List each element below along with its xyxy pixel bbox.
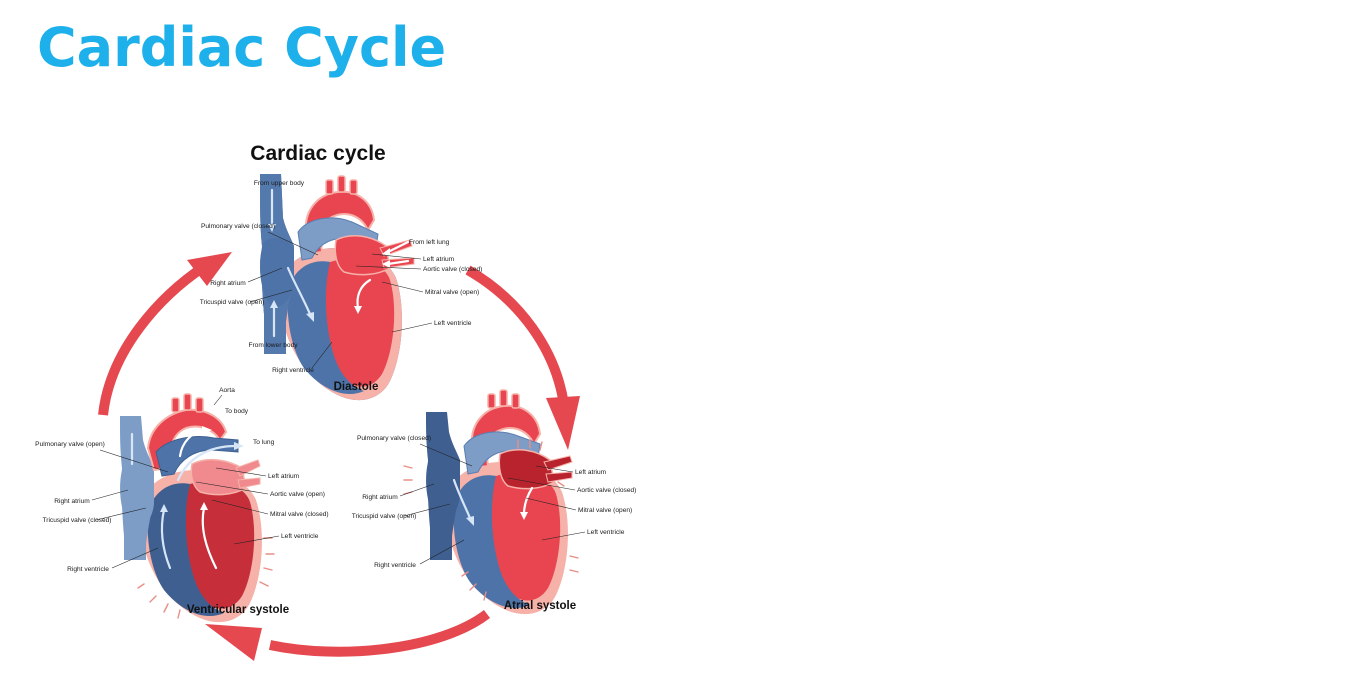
label-aortic-valve-open: Aortic valve (open) bbox=[270, 491, 325, 498]
atrial-systole-heart bbox=[403, 389, 579, 615]
label-left-atrium: Left atrium bbox=[268, 473, 300, 480]
label-pulmonary-valve-closed: Pulmonary valve (closed) bbox=[357, 435, 431, 442]
ventricular-systole-heart bbox=[120, 393, 275, 623]
label-from-left-lung: From left lung bbox=[409, 239, 450, 246]
label-right-ventricle: Right ventricle bbox=[67, 566, 109, 573]
phase-atrial-systole: Atrial systole bbox=[504, 600, 576, 612]
cycle-arrow-to-diastole bbox=[98, 252, 232, 416]
label-aortic-valve: Aortic valve (closed) bbox=[423, 266, 482, 273]
label-tricuspid-valve-open: Tricuspid valve (open) bbox=[352, 513, 417, 520]
label-pulmonary-valve-open: Pulmonary valve (open) bbox=[35, 441, 105, 448]
label-mitral-valve: Mitral valve (open) bbox=[425, 289, 479, 296]
label-aortic-valve-closed: Aortic valve (closed) bbox=[577, 487, 636, 494]
atrial-systole-labels: Pulmonary valve (closed) Right atrium Tr… bbox=[352, 435, 637, 612]
label-right-atrium: Right atrium bbox=[210, 280, 246, 287]
label-tricuspid-valve-closed: Tricuspid valve (closed) bbox=[42, 517, 111, 524]
label-left-ventricle: Left ventricle bbox=[434, 320, 472, 327]
cycle-arrow-to-atrial-systole bbox=[465, 265, 580, 450]
label-aorta: Aorta bbox=[219, 387, 235, 394]
label-mitral-valve-closed: Mitral valve (closed) bbox=[270, 511, 329, 518]
cycle-arrow-to-ventricular-systole bbox=[205, 609, 491, 661]
label-right-ventricle: Right ventricle bbox=[272, 367, 314, 374]
phase-diastole: Diastole bbox=[334, 381, 379, 393]
label-from-upper-body: From upper body bbox=[254, 180, 305, 187]
diastole-heart-colored bbox=[260, 174, 415, 401]
label-to-lung: To lung bbox=[253, 439, 275, 446]
label-left-ventricle: Left ventricle bbox=[587, 529, 625, 536]
label-left-atrium: Left atrium bbox=[575, 469, 607, 476]
diastole-labels: From upper body Pulmonary valve (closed)… bbox=[200, 180, 483, 393]
label-left-atrium: Left atrium bbox=[423, 256, 455, 263]
label-right-ventricle: Right ventricle bbox=[374, 562, 416, 569]
label-from-lower-body: From lower body bbox=[248, 342, 298, 349]
page-title: Cardiac Cycle bbox=[37, 16, 447, 79]
label-tricuspid-valve: Tricuspid valve (open) bbox=[200, 299, 265, 306]
label-pulmonary-valve: Pulmonary valve (closed) bbox=[201, 223, 275, 230]
phase-ventricular-systole: Ventricular systole bbox=[187, 604, 289, 616]
diagram-title: Cardiac cycle bbox=[250, 142, 385, 165]
label-right-atrium: Right atrium bbox=[54, 498, 90, 505]
label-to-body: To body bbox=[225, 408, 249, 415]
label-mitral-valve-open: Mitral valve (open) bbox=[578, 507, 632, 514]
ventricular-systole-labels: Aorta To body To lung Pulmonary valve (o… bbox=[35, 387, 328, 616]
label-left-ventricle: Left ventricle bbox=[281, 533, 319, 540]
label-right-atrium: Right atrium bbox=[362, 494, 398, 501]
